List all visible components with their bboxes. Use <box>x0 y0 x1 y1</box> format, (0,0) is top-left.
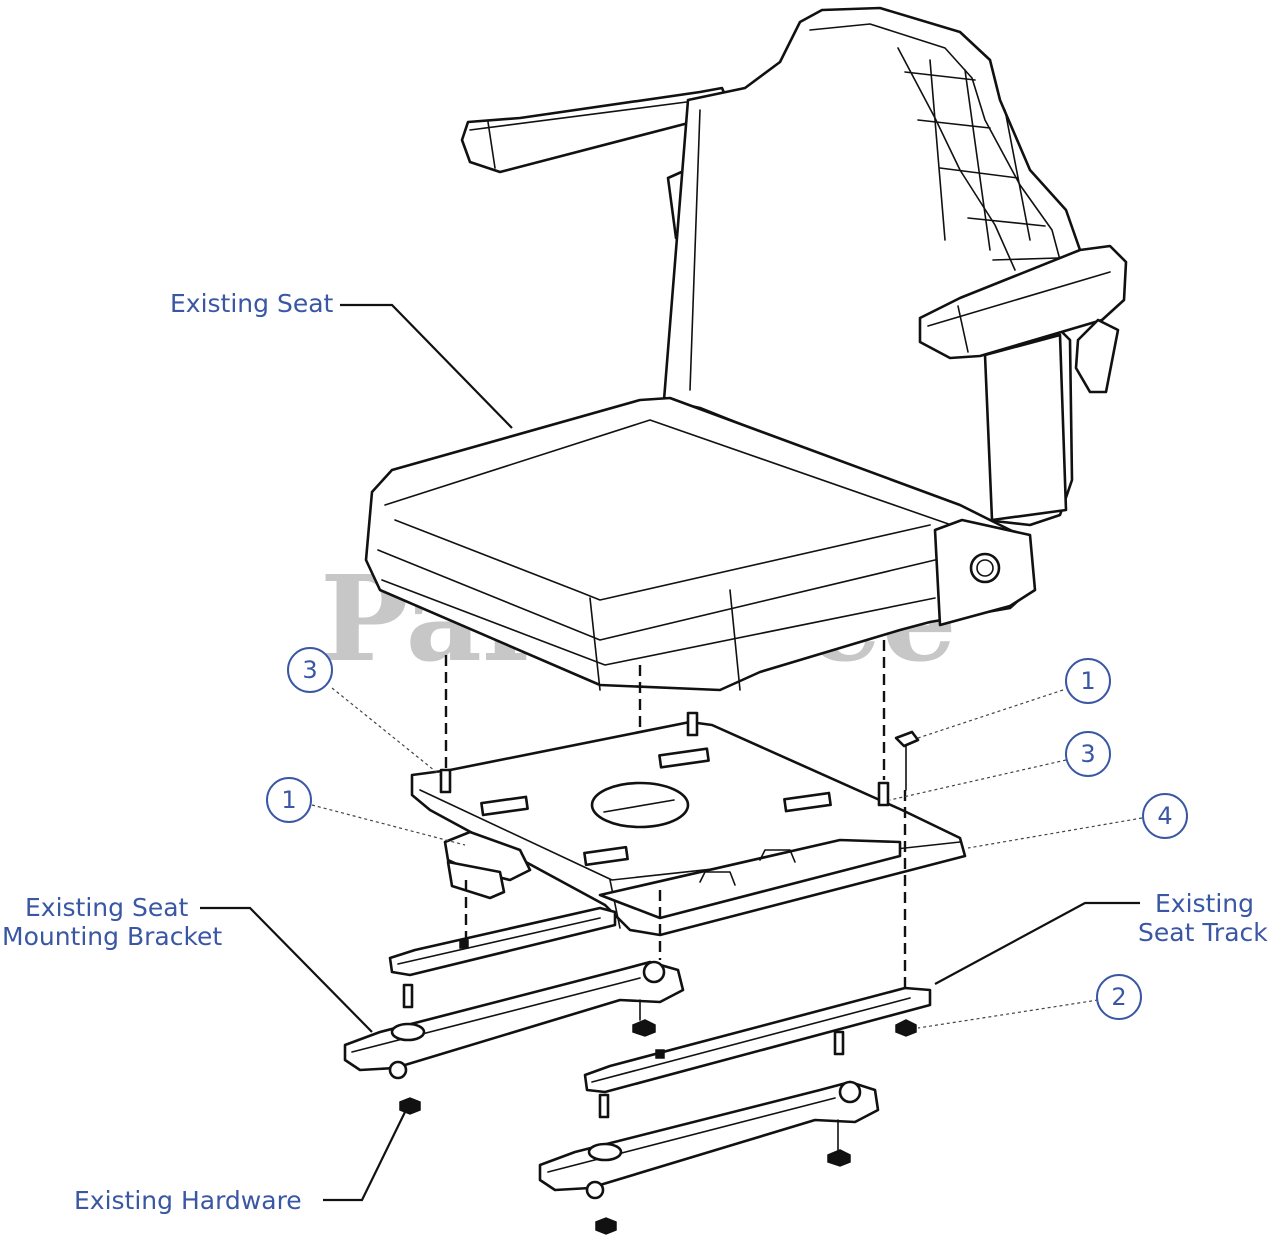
svg-text:3: 3 <box>302 656 317 684</box>
callout-3-left: 3 <box>287 647 333 693</box>
leader-callout-3-left <box>331 687 441 776</box>
callout-2: 2 <box>1096 974 1142 1020</box>
svg-text:1: 1 <box>1080 667 1095 695</box>
leader-callout-3-right <box>889 759 1067 801</box>
callout-1-left: 1 <box>266 777 312 823</box>
seat-track-right <box>583 730 932 1094</box>
svg-text:4: 4 <box>1157 802 1172 830</box>
svg-text:2: 2 <box>1111 983 1126 1011</box>
leader-existing-hardware <box>323 1111 406 1202</box>
label-seat-track-line2: Seat Track <box>1138 918 1268 947</box>
leader-seat-track <box>934 901 1140 985</box>
svg-text:1: 1 <box>281 786 296 814</box>
svg-text:3: 3 <box>1080 740 1095 768</box>
callout-1-right: 1 <box>1065 658 1111 704</box>
label-existing-seat: Existing Seat <box>170 289 334 318</box>
mount-plate-drawing <box>410 711 967 937</box>
leader-callout-2 <box>917 999 1099 1029</box>
leader-callout-1-left <box>311 804 466 846</box>
callout-3-right: 3 <box>1065 731 1111 777</box>
label-existing-hardware: Existing Hardware <box>74 1186 302 1215</box>
callout-4: 4 <box>1142 793 1188 839</box>
leader-callout-1-right <box>917 689 1064 739</box>
mounting-bracket-left <box>343 960 685 1115</box>
label-mounting-bracket-line2: Mounting Bracket <box>2 922 222 951</box>
leader-mounting-bracket <box>200 906 373 1033</box>
label-mounting-bracket-line1: Existing Seat <box>25 893 189 922</box>
seat-track-left <box>388 880 662 977</box>
existing-seat-drawing <box>364 6 1128 692</box>
leader-callout-4 <box>967 817 1143 849</box>
mounting-bracket-right <box>538 1030 880 1235</box>
leader-existing-seat <box>340 303 513 429</box>
label-seat-track-line1: Existing <box>1155 889 1254 918</box>
